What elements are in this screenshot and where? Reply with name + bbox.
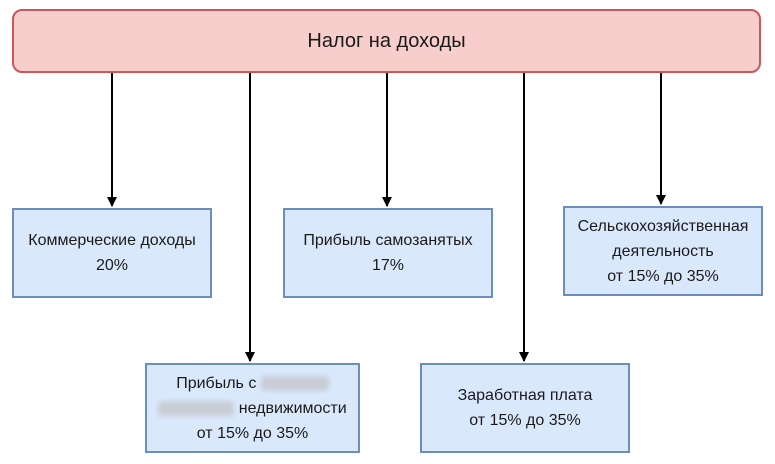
node-title-prefix: Прибыль с — [176, 374, 257, 392]
node-salary: Заработная плата от 15% до 35% — [420, 363, 630, 453]
node-agricultural-activity: Сельскохозяйственная деятельность от 15%… — [563, 206, 763, 296]
node-real-estate-profit: Прибыль с недвижимости от 15% до 35% — [145, 363, 360, 453]
node-commercial-income: Коммерческие доходы 20% — [12, 208, 212, 298]
node-rate: 20% — [95, 257, 129, 274]
node-self-employed-profit: Прибыль самозанятых 17% — [283, 208, 493, 298]
redacted-text — [260, 375, 329, 391]
root-label: Налог на доходы — [307, 29, 466, 52]
root-node-income-tax: Налог на доходы — [12, 9, 761, 73]
node-title: Прибыль самозанятых — [303, 232, 473, 249]
node-rate: от 15% до 35% — [469, 412, 581, 429]
node-title-line2: недвижимости — [158, 396, 347, 421]
node-rate: от 15% до 35% — [196, 424, 309, 442]
node-title-line1: Прибыль с — [176, 371, 329, 396]
node-title-line2: деятельность — [612, 242, 714, 260]
node-title: Коммерческие доходы — [28, 232, 196, 249]
node-rate: 17% — [371, 257, 405, 274]
node-title-line1: Сельскохозяйственная — [577, 217, 749, 235]
node-title: Заработная плата — [457, 387, 593, 404]
node-title-suffix: недвижимости — [238, 399, 347, 417]
node-rate: от 15% до 35% — [607, 267, 719, 285]
redacted-text — [158, 400, 235, 416]
